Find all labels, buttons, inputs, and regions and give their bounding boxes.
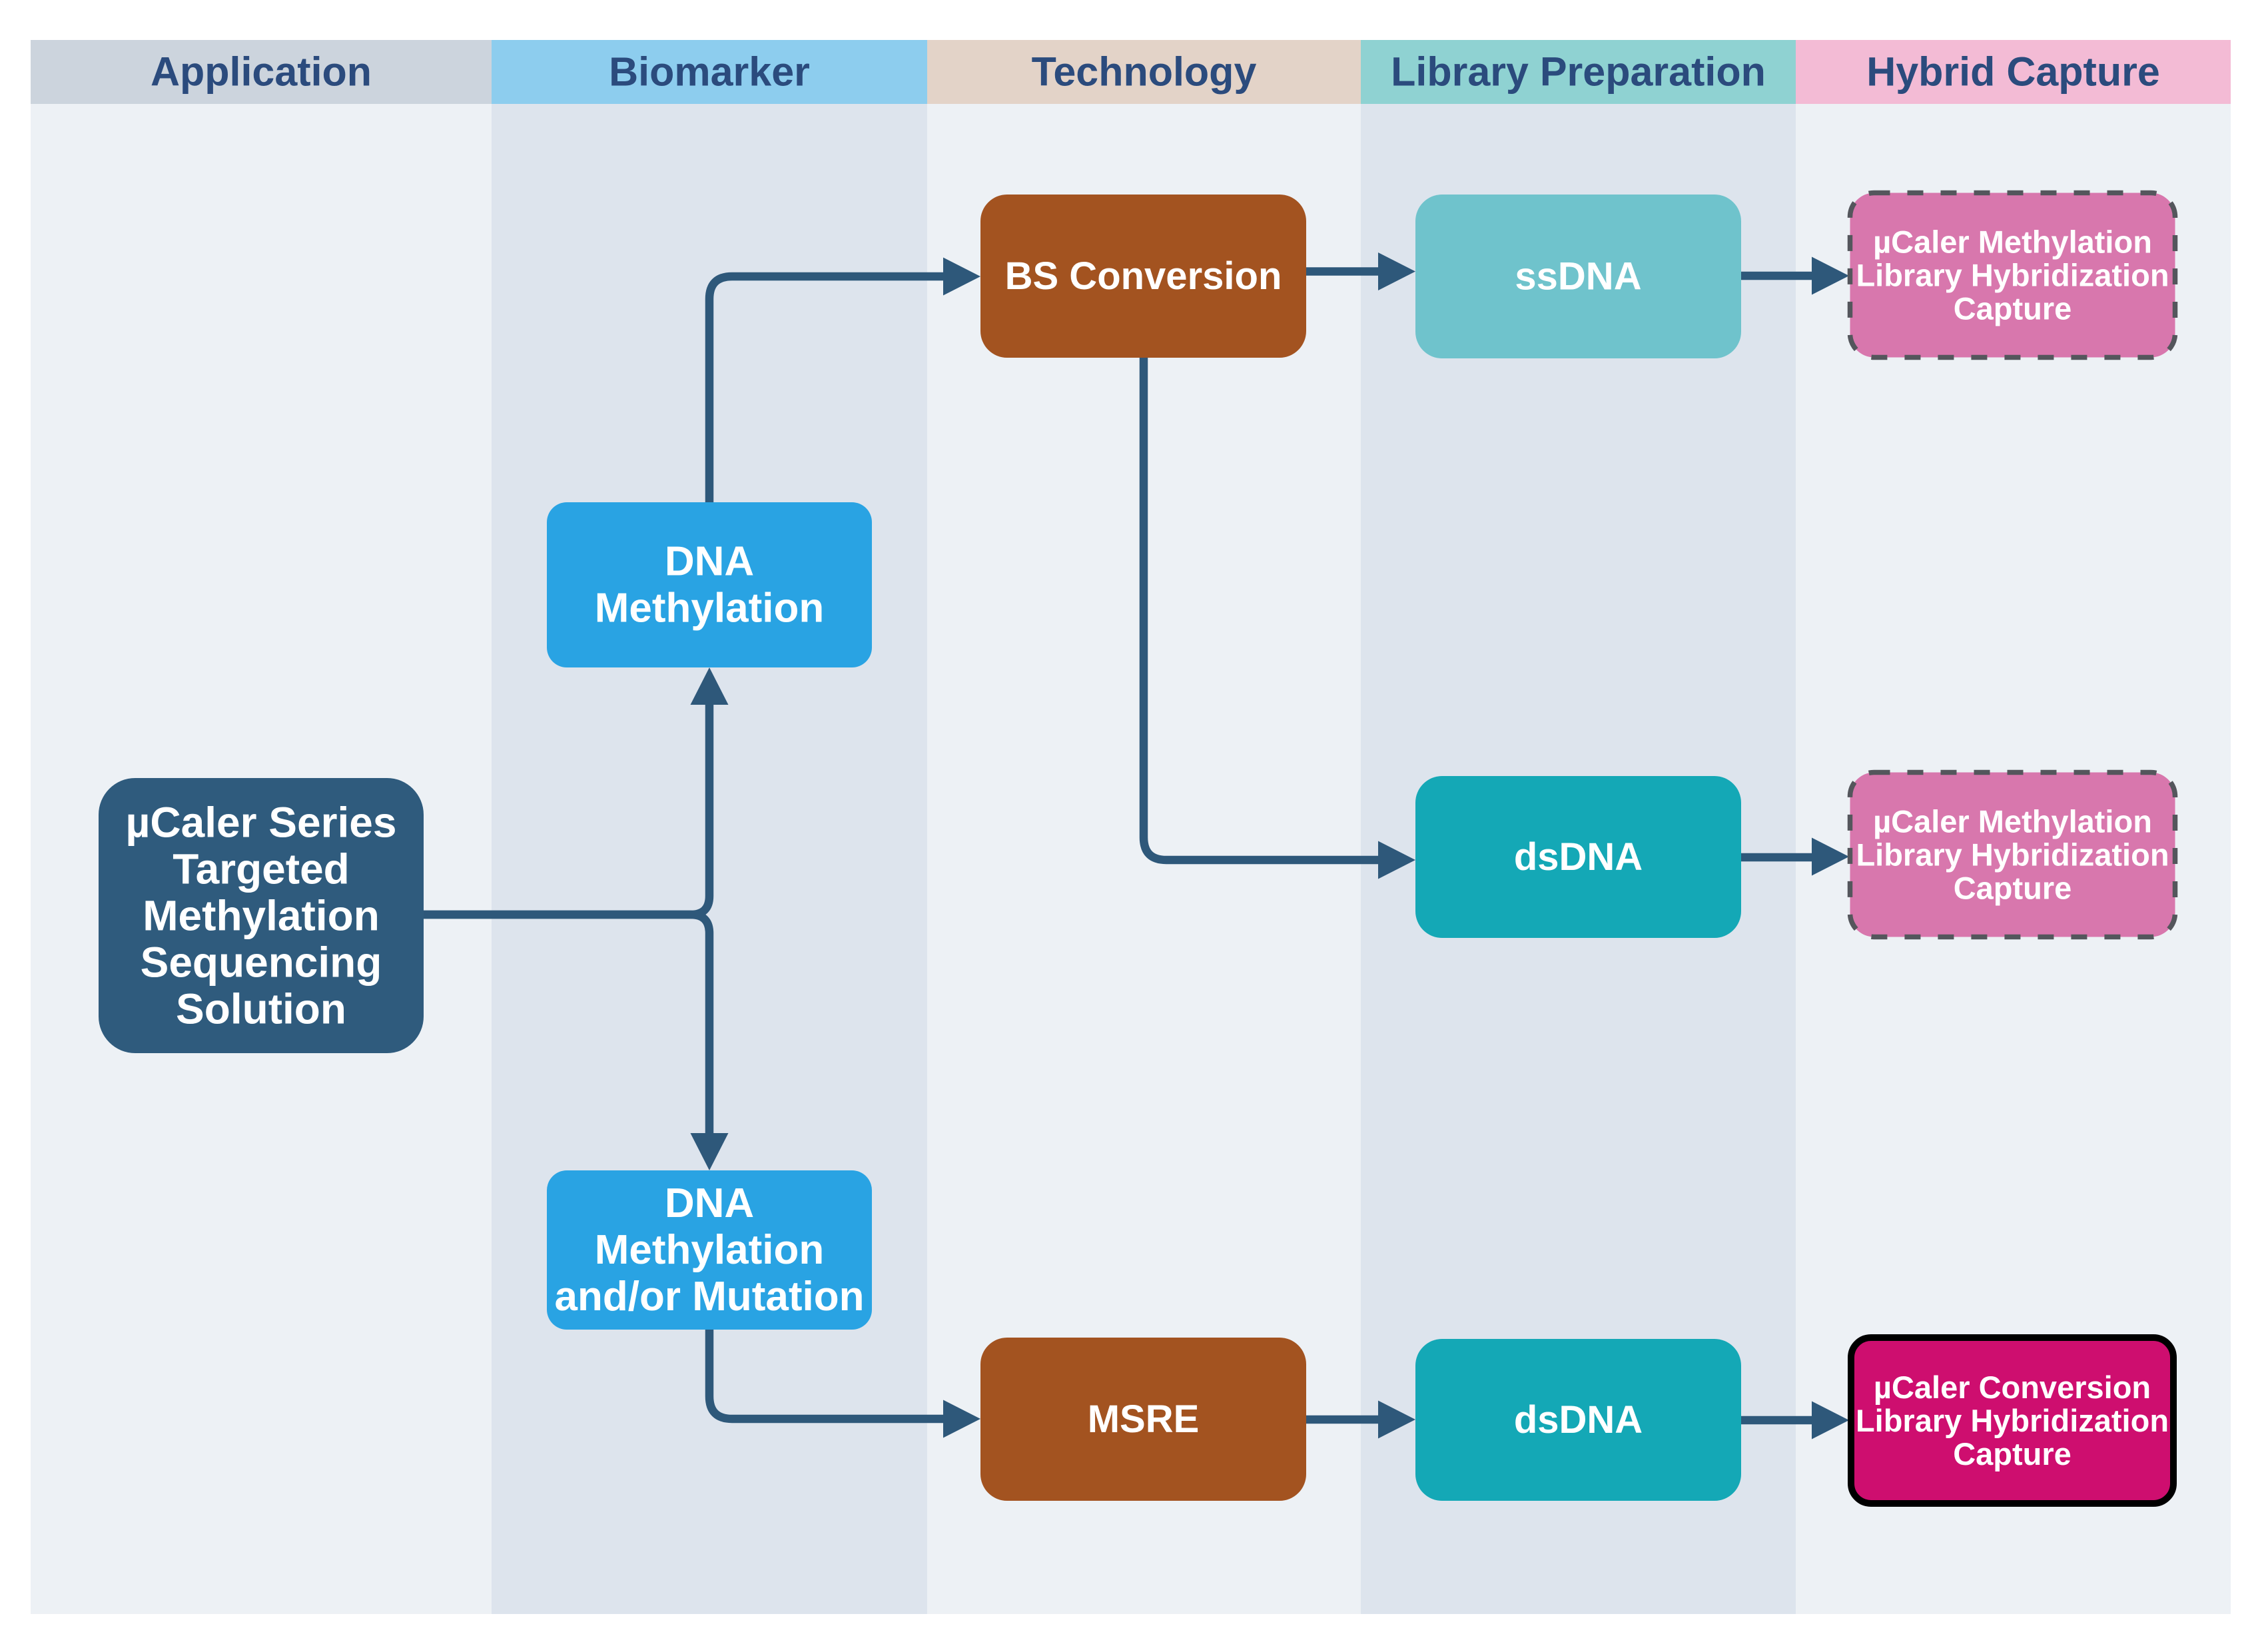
svg-text:DNA: DNA	[665, 1180, 754, 1226]
svg-text:Library Hybridization: Library Hybridization	[1856, 1403, 2169, 1438]
svg-text:Application: Application	[151, 49, 372, 95]
svg-text:and/or Mutation: and/or Mutation	[555, 1274, 865, 1320]
svg-text:µCaler Methylation: µCaler Methylation	[1873, 224, 2152, 260]
svg-text:Capture: Capture	[1954, 291, 2072, 326]
svg-text:Targeted: Targeted	[173, 845, 350, 893]
svg-text:Library Hybridization: Library Hybridization	[1856, 258, 2169, 293]
svg-text:Methylation: Methylation	[143, 892, 380, 940]
svg-text:BS Conversion: BS Conversion	[1005, 254, 1282, 298]
svg-text:Biomarker: Biomarker	[609, 49, 810, 95]
svg-text:Sequencing: Sequencing	[141, 939, 382, 987]
svg-text:Capture: Capture	[1953, 1436, 2072, 1471]
svg-text:Capture: Capture	[1954, 871, 2072, 906]
svg-text:µCaler Conversion: µCaler Conversion	[1874, 1370, 2151, 1405]
svg-text:Hybrid Capture: Hybrid Capture	[1866, 49, 2160, 95]
svg-text:dsDNA: dsDNA	[1514, 835, 1643, 879]
svg-text:ssDNA: ssDNA	[1515, 255, 1641, 298]
svg-text:dsDNA: dsDNA	[1514, 1398, 1643, 1442]
svg-text:Technology: Technology	[1032, 49, 1257, 95]
svg-text:µCaler Series: µCaler Series	[126, 799, 397, 847]
svg-text:µCaler Methylation: µCaler Methylation	[1873, 804, 2152, 839]
svg-text:Solution: Solution	[176, 985, 346, 1033]
svg-text:MSRE: MSRE	[1088, 1398, 1200, 1441]
svg-text:Methylation: Methylation	[595, 1227, 824, 1273]
svg-text:Library Hybridization: Library Hybridization	[1856, 837, 2169, 873]
svg-text:Library Preparation: Library Preparation	[1391, 49, 1766, 95]
svg-text:Methylation: Methylation	[595, 586, 824, 631]
svg-text:DNA: DNA	[665, 539, 754, 585]
